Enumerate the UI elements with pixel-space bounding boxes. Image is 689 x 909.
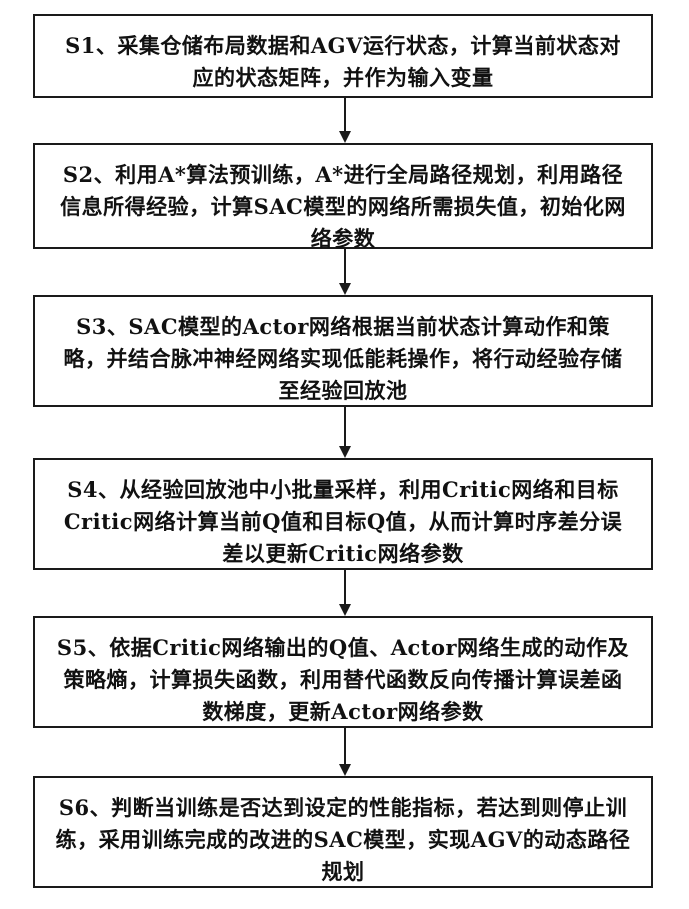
step-s6-box: S6、判断当训练是否达到设定的性能指标，若达到则停止训练，采用训练完成的改进的S… (33, 776, 653, 888)
arrow-s4-s5-head (339, 604, 351, 616)
arrow-s5-s6-head (339, 764, 351, 776)
step-s4-box: S4、从经验回放池中小批量采样，利用Critic网络和目标Critic网络计算当… (33, 458, 653, 570)
arrow-s3-s4-line (344, 407, 346, 446)
step-s1-box: S1、采集仓储布局数据和AGV运行状态，计算当前状态对应的状态矩阵，并作为输入变… (33, 14, 653, 98)
step-s6-text: S6、判断当训练是否达到设定的性能指标，若达到则停止训练，采用训练完成的改进的S… (56, 795, 631, 884)
step-s3-box: S3、SAC模型的Actor网络根据当前状态计算动作和策略，并结合脉冲神经网络实… (33, 295, 653, 407)
step-s5-box: S5、依据Critic网络输出的Q值、Actor网络生成的动作及策略熵，计算损失… (33, 616, 653, 728)
arrow-s5-s6-line (344, 728, 346, 764)
arrow-s2-s3-head (339, 283, 351, 295)
step-s1-text: S1、采集仓储布局数据和AGV运行状态，计算当前状态对应的状态矩阵，并作为输入变… (65, 33, 621, 90)
step-s3-text: S3、SAC模型的Actor网络根据当前状态计算动作和策略，并结合脉冲神经网络实… (64, 314, 623, 403)
arrow-s4-s5-line (344, 570, 346, 604)
arrow-s3-s4-head (339, 446, 351, 458)
step-s2-text: S2、利用A*算法预训练，A*进行全局路径规划，利用路径信息所得经验，计算SAC… (60, 162, 626, 251)
step-s5-text: S5、依据Critic网络输出的Q值、Actor网络生成的动作及策略熵，计算损失… (57, 635, 629, 724)
step-s4-text: S4、从经验回放池中小批量采样，利用Critic网络和目标Critic网络计算当… (64, 477, 622, 566)
arrow-s2-s3-line (344, 249, 346, 283)
arrow-s1-s2-line (344, 98, 346, 131)
step-s2-box: S2、利用A*算法预训练，A*进行全局路径规划，利用路径信息所得经验，计算SAC… (33, 143, 653, 249)
arrow-s1-s2-head (339, 131, 351, 143)
